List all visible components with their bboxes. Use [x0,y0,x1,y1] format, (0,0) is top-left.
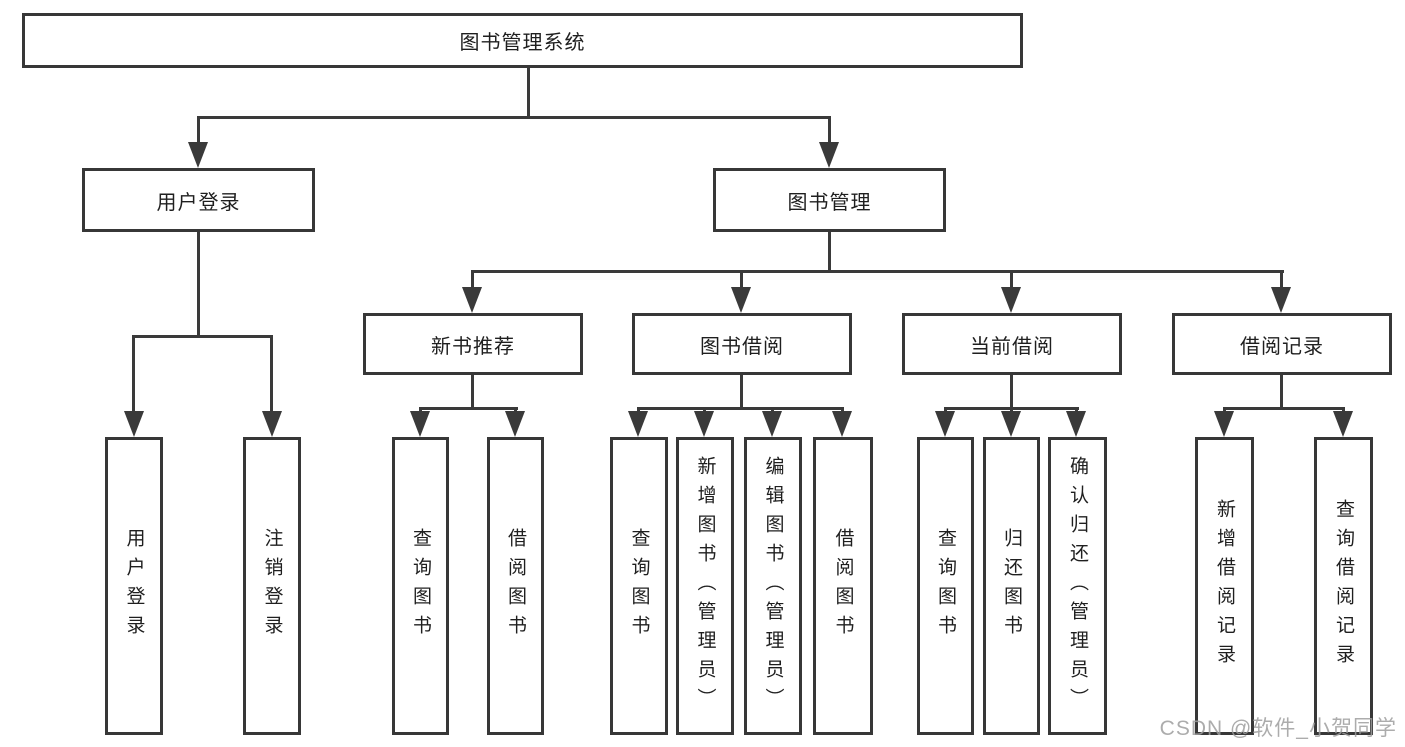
connector-line [197,232,200,338]
connector-line [740,375,743,409]
leaf-br-add-record: 新增借阅记录 [1195,437,1254,735]
leaf-label: 借阅图书 [505,528,526,644]
arrowhead-icon [1066,411,1086,437]
arrowhead-icon [1333,411,1353,437]
leaf-label: 新增借阅记录 [1214,499,1235,673]
node-book-management: 图书管理 [713,168,946,232]
connector-line [132,335,135,415]
connector-line [471,270,474,290]
leaf-bb-borrow-books: 借阅图书 [813,437,873,735]
connector-line [1010,270,1013,290]
leaf-label: 归还图书 [1001,528,1022,644]
arrowhead-icon [1001,287,1021,313]
arrowhead-icon [762,411,782,437]
connector-line [1280,270,1283,290]
leaf-logout: 注销登录 [243,437,301,735]
node-borrowing-records: 借阅记录 [1172,313,1392,375]
node-user-login: 用户登录 [82,168,315,232]
arrowhead-icon [188,142,208,168]
connector-line [132,335,273,338]
leaf-cb-query-books: 查询图书 [917,437,974,735]
arrowhead-icon [819,142,839,168]
arrowhead-icon [410,411,430,437]
leaf-label: 确认归还（管理员） [1067,455,1088,717]
connector-line [828,232,831,272]
leaf-bb-query-books: 查询图书 [610,437,668,735]
connector-line [471,270,1284,273]
leaf-br-query-record: 查询借阅记录 [1314,437,1373,735]
node-label: 当前借阅 [970,335,1054,358]
connector-line [270,335,273,415]
leaf-bb-add-books-admin: 新增图书（管理员） [676,437,734,735]
arrowhead-icon [262,411,282,437]
node-label: 图书管理系统 [459,32,586,54]
node-new-book-recommend: 新书推荐 [363,313,583,375]
arrowhead-icon [124,411,144,437]
arrowhead-icon [462,287,482,313]
leaf-user-login: 用户登录 [105,437,163,735]
connector-line [1010,375,1013,409]
leaf-label: 借阅图书 [832,528,854,644]
connector-line [637,407,844,410]
node-current-borrowing: 当前借阅 [902,313,1122,375]
arrowhead-icon [1271,287,1291,313]
leaf-nbr-borrow-books: 借阅图书 [487,437,544,735]
csdn-watermark: CSDN @软件_小贺同学 [1159,717,1397,740]
node-root-library-system: 图书管理系统 [22,13,1023,68]
arrowhead-icon [1001,411,1021,437]
connector-line [1280,375,1283,409]
connector-line [527,68,530,118]
leaf-nbr-query-books: 查询图书 [392,437,449,735]
arrowhead-icon [628,411,648,437]
connector-line [419,407,518,410]
node-book-borrowing: 图书借阅 [632,313,852,375]
leaf-label: 用户登录 [123,528,145,644]
leaf-label: 注销登录 [261,528,283,644]
leaf-label: 查询图书 [935,528,956,644]
arrowhead-icon [1214,411,1234,437]
leaf-cb-return-books: 归还图书 [983,437,1040,735]
leaf-label: 查询借阅记录 [1333,499,1354,673]
leaf-cb-confirm-return-admin: 确认归还（管理员） [1048,437,1107,735]
connector-line [471,375,474,409]
arrowhead-icon [505,411,525,437]
connector-line [740,270,743,290]
connector-line [1223,407,1345,410]
arrowhead-icon [694,411,714,437]
arrowhead-icon [731,287,751,313]
node-label: 借阅记录 [1240,335,1324,358]
leaf-bb-edit-books-admin: 编辑图书（管理员） [744,437,802,735]
connector-line [197,116,831,119]
leaf-label: 新增图书（管理员） [694,455,716,717]
arrowhead-icon [935,411,955,437]
node-label: 用户登录 [156,191,241,214]
node-label: 新书推荐 [431,335,515,358]
leaf-label: 查询图书 [628,528,650,644]
leaf-label: 编辑图书（管理员） [762,455,784,717]
leaf-label: 查询图书 [410,528,431,644]
connector-line [828,116,831,146]
node-label: 图书管理 [787,191,872,214]
node-label: 图书借阅 [700,335,784,358]
arrowhead-icon [832,411,852,437]
connector-line [197,116,200,146]
